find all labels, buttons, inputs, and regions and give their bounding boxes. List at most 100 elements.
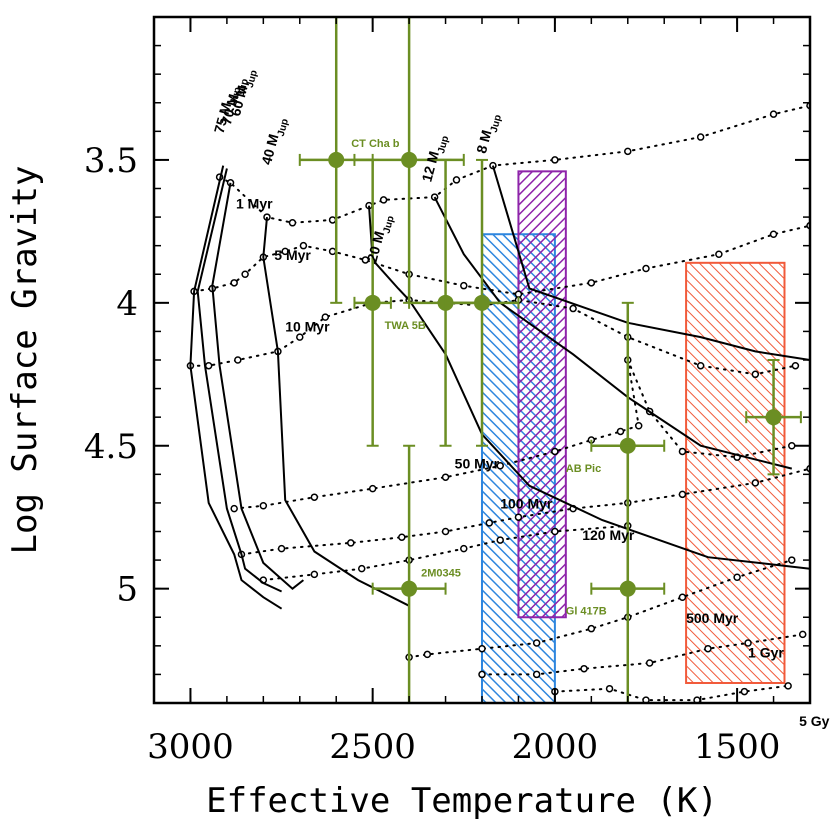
- isochrone-point: [485, 519, 494, 527]
- x-tick-label: 1500: [694, 727, 781, 767]
- isochrone-point: [230, 279, 238, 287]
- mass-track-label: 8 MJup: [473, 111, 504, 156]
- isochrone-point: [347, 539, 355, 547]
- isochrone-point: [791, 361, 800, 370]
- isochrone-point: [624, 147, 632, 156]
- isochrone-point: [788, 556, 796, 564]
- mass-track-label-value: 75 M: [211, 101, 235, 135]
- isochrone-line: [193, 224, 810, 296]
- mass-track-label: 40 MJup: [258, 115, 291, 168]
- mass-track-line: [368, 205, 810, 570]
- mass-track-label: 12 MJup: [418, 132, 451, 185]
- isochrone-point: [551, 156, 559, 164]
- object-point: [619, 580, 636, 597]
- isochrone-point: [204, 361, 213, 370]
- isochrone-point: [642, 696, 650, 703]
- mass-track-label-unit: Jup: [228, 86, 243, 106]
- isochrone-point: [460, 544, 468, 553]
- isochrone-point: [532, 639, 541, 647]
- object-point: [401, 580, 418, 597]
- y-axis-title: Log Surface Gravity: [5, 166, 45, 555]
- object-label: AB Pic: [566, 463, 601, 475]
- isochrone-point: [496, 536, 504, 544]
- isochrone-line: [553, 684, 790, 702]
- isochrone-point: [441, 473, 450, 481]
- isochrone-label: 120 Myr: [582, 527, 635, 543]
- isochrone-label: 100 Myr: [500, 496, 553, 512]
- isochrone-line: [233, 359, 793, 510]
- isochrone-point: [368, 484, 377, 493]
- isochrone-label: 500 Myr: [686, 610, 739, 626]
- mass-track-label-unit: Jup: [381, 215, 396, 235]
- isochrone-point: [616, 427, 625, 436]
- mass-track-line: [433, 196, 793, 470]
- isochrone-point: [744, 639, 752, 647]
- isochrone-point: [299, 241, 308, 250]
- mass-track-label-value: 70 M: [218, 92, 242, 126]
- isochrone-point: [296, 333, 304, 341]
- mass-track-label-unit: Jup: [245, 69, 260, 89]
- isochrone-point: [788, 442, 796, 450]
- isochrone-point: [587, 624, 596, 633]
- object-label: CT Cha b: [351, 138, 400, 150]
- isochrone-point: [398, 533, 406, 541]
- hatched-band: [517, 170, 567, 619]
- object-label: TWA 5B: [385, 320, 426, 332]
- isochrone-point: [569, 304, 577, 313]
- mass-track-label-value: 20 M: [364, 229, 388, 263]
- isochrone-point: [259, 502, 268, 510]
- object-label: 2M0345: [421, 568, 461, 580]
- isochrone-point: [798, 630, 807, 639]
- isochrone-line: [189, 298, 797, 376]
- mass-track-label: 70 MJup: [218, 75, 251, 128]
- x-tick-label: 3000: [147, 727, 234, 767]
- isochrone-point: [230, 504, 238, 513]
- isochrone-point: [361, 256, 370, 264]
- observed-objects: [298, 17, 802, 703]
- isochrone-point: [587, 279, 596, 287]
- isochrone-point: [281, 247, 289, 256]
- isochrone-line: [218, 104, 810, 224]
- isochrone-point: [452, 176, 461, 184]
- mass-track-label: 20 MJup: [364, 212, 397, 265]
- isochrone-point: [784, 682, 792, 690]
- hatched-bands: [481, 170, 786, 703]
- isochrone-point: [740, 687, 749, 696]
- x-tick-label: 2000: [512, 727, 599, 767]
- mass-track-line: [211, 182, 305, 591]
- isochrone-point: [642, 264, 650, 273]
- object-point: [474, 294, 490, 311]
- isochrone-point: [696, 361, 705, 370]
- isochrone-point: [733, 573, 741, 581]
- isochrone-point: [605, 684, 614, 693]
- isochrone-point: [580, 664, 588, 673]
- isochrone-label: 1 Gyr: [748, 644, 784, 660]
- isochrone-point: [532, 670, 541, 679]
- isochrone-point: [704, 644, 712, 653]
- isochrone-point: [634, 421, 643, 430]
- mass-track-line: [262, 217, 410, 607]
- object-point: [401, 151, 418, 168]
- isochrone-point: [328, 247, 337, 256]
- isochrone-label: 5 Gyr: [799, 713, 830, 729]
- isochrone-label: 50 Myr: [455, 456, 500, 472]
- isochrone-point: [678, 593, 687, 601]
- isochrone-point: [234, 356, 242, 364]
- mass-track-line: [491, 165, 810, 361]
- isochrone-point: [514, 513, 523, 521]
- mass-track-label: 75 MJup: [211, 84, 244, 137]
- object-point: [364, 294, 381, 311]
- mass-track-label-value: 60 M: [227, 84, 251, 118]
- mass-track-label-unit: Jup: [276, 118, 291, 138]
- mass-track-line: [196, 168, 283, 593]
- x-axis-title: Effective Temperature (K): [206, 781, 718, 821]
- y-tick-label: 3.5: [84, 141, 138, 181]
- isochrone-label: 10 Myr: [285, 318, 330, 334]
- x-tick-label: 2500: [329, 727, 416, 767]
- isochrone-label: 5 Myr: [274, 247, 311, 263]
- mass-track-label-unit: Jup: [236, 78, 251, 98]
- isochrone-point: [645, 659, 654, 667]
